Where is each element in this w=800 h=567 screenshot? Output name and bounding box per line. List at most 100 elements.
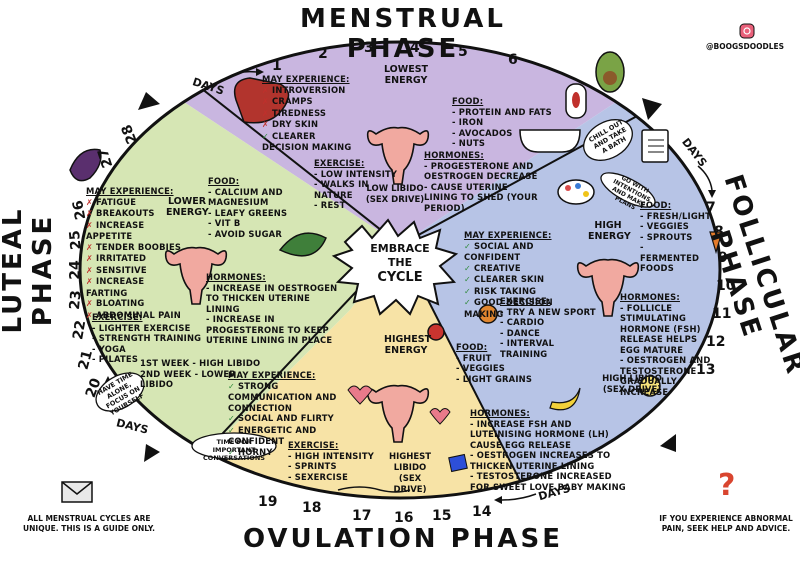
day-number: 14 (472, 504, 492, 520)
list-item: ✗DRY SKIN (262, 119, 319, 129)
list-item: ✗INCREASE APPETITE (86, 219, 145, 242)
center-cycle: CYCLE (377, 270, 423, 285)
list-item: FRESH/LIGHT (640, 211, 711, 222)
list-item: HIGH INTENSITY (288, 451, 374, 462)
list-item: OESTROGEN INCREASES TO THICKEN UTERINE L… (470, 450, 630, 471)
follicular-may-experience: MAY EXPERIENCE: ✓SOCIAL AND CONFIDENT ✓C… (464, 230, 582, 319)
list-item: ✗BREAKOUTS (86, 208, 155, 218)
ovulation-exercise: EXERCISE: HIGH INTENSITY SPRINTS SEXERCI… (288, 440, 374, 483)
list-item: ✗TENDER BOOBIES (86, 241, 182, 252)
center-embrace: EMBRACE (370, 242, 430, 255)
question-mark-icon: ? (718, 468, 736, 503)
day-number: 22 (70, 319, 90, 341)
speech-bubble-plans (600, 172, 656, 208)
list-item: YOGA (92, 344, 188, 355)
list-item: SPROUTS (640, 232, 710, 243)
list-item: ✗SENSITIVE (86, 264, 147, 275)
list-item: SPRINTS (288, 461, 368, 472)
list-item: INCREASE IN PROGESTERONE TO KEEP UTERINE… (206, 314, 342, 346)
arrow-head-top-right (642, 98, 662, 120)
list-item: ✓CREATIVE (464, 262, 521, 273)
list-item: IRON (452, 117, 562, 128)
days-arrow-follicular (697, 165, 713, 191)
social-handle[interactable]: @BOOGSDOODLES (706, 42, 785, 51)
follicular-hormones: HORMONES: FOLLICLE STIMULATING HORMONE (… (620, 292, 716, 397)
days-arrow-menstrual (225, 70, 257, 79)
section-title: HORMONES: (470, 408, 530, 418)
speech-bubble-bath (583, 119, 633, 161)
luteal-energy: LOWER ENERGY (166, 196, 209, 218)
instagram-icon (739, 23, 755, 39)
luteal-phase-title: LUTEAL PHASE (0, 206, 58, 334)
heart-icon (429, 408, 451, 425)
libido-week2: 2ND WEEK - LOWER LIBIDO (140, 368, 236, 390)
day-number: 6 (508, 52, 518, 68)
list-item: CARDIO (500, 317, 580, 328)
day-number: 25 (66, 229, 85, 251)
day-number: 15 (432, 508, 452, 524)
day-number: 17 (352, 508, 372, 524)
menstrual-phase-title: MENSTRUAL PHASE (300, 4, 506, 64)
menstrual-libido: LOW LIBIDO (SEX DRIVE) (365, 184, 425, 205)
follicular-energy: HIGH ENERGY (588, 220, 631, 242)
section-title: HORMONES: (620, 292, 680, 302)
day-number: 8 (714, 224, 724, 240)
list-item: INCREASE FSH AND LUTEINISING HORMONE (LH… (470, 419, 630, 451)
arrow-head-bottom-left (144, 444, 160, 462)
day-number: 16 (394, 510, 414, 526)
days-arrow-ovulation (501, 493, 537, 501)
list-item: PILATES (92, 354, 188, 365)
uterus-icon (576, 258, 640, 317)
hot-water-bottle-icon (233, 77, 290, 124)
day-number: 18 (302, 500, 322, 516)
list-item: DANCE (500, 328, 580, 339)
section-title: FOOD: (640, 200, 672, 210)
section-title: HORMONES: (424, 150, 484, 160)
list-item: ✓SOCIAL AND FLIRTY (228, 413, 334, 423)
ovulation-may-experience: MAY EXPERIENCE: ✓STRONG COMMUNICATION AN… (228, 370, 356, 458)
list-item: ✓SOCIAL AND CONFIDENT (464, 240, 534, 263)
uterus-icon (164, 246, 228, 305)
follicular-food: FOOD: FRESH/LIGHT VEGGIES SPROUTS FERMEN… (640, 200, 711, 274)
list-item: WALKS IN NATURE (314, 179, 378, 200)
footer-right-note: IF YOU EXPERIENCE ABNORMAL PAIN, SEEK HE… (659, 514, 793, 533)
list-item: VEGGIES (640, 221, 710, 232)
list-item: TESTOSTERONE INCREASED FOR SWEET LOVE BA… (470, 471, 630, 492)
list-item: ✗ABDOMINAL PAIN (86, 309, 181, 320)
section-title: FOOD: (456, 342, 488, 352)
day-number: 1 (272, 58, 282, 74)
day-number: 24 (67, 260, 84, 280)
day-number: 19 (258, 494, 278, 510)
list-item: SEXERCISE (288, 472, 368, 483)
day-number: 3 (364, 40, 374, 56)
list-item: CALCIUM AND MAGNESIUM (208, 187, 288, 208)
section-title: MAY EXPERIENCE: (262, 74, 350, 84)
list-item: LIGHT GRAINS (456, 374, 532, 385)
section-title: MAY EXPERIENCE: (464, 230, 552, 240)
day-number: 10 (716, 278, 736, 294)
basketball-icon (478, 304, 498, 324)
list-item: ✗TIREDNESS (262, 107, 327, 118)
day-number: 11 (712, 306, 732, 322)
list-item: STRENGTH TRAINING (92, 333, 201, 344)
list-item: PROGESTERONE AND OESTROGEN DECREASE (424, 161, 544, 182)
arrow-head-top-left (138, 92, 160, 110)
luteal-food: FOOD: CALCIUM AND MAGNESIUM LEAFY GREENS… (208, 176, 298, 239)
section-title: MAY EXPERIENCE: (228, 370, 316, 380)
list-item: VIT B (208, 218, 298, 229)
menstrual-exercise: EXERCISE: LOW INTENSITY WALKS IN NATURE … (314, 158, 397, 211)
list-item: LIGHTER EXERCISE (92, 323, 191, 334)
list-item: VEGGIES (456, 363, 526, 374)
section-title: FOOD: (208, 176, 240, 186)
libido-week1: 1ST WEEK - HIGH LIBIDO (140, 358, 261, 368)
list-item: INCREASE IN OESTROGEN TO THICKEN UTERINE… (206, 283, 342, 315)
day-number: 4 (410, 40, 420, 56)
center-the: THE (387, 256, 413, 269)
list-item: LEAFY GREENS (208, 208, 298, 219)
list-item: FRUIT (456, 353, 526, 364)
heart-icon (347, 385, 373, 405)
menstrual-may-experience: MAY EXPERIENCE: ✗INTROVERSION ✗CRAMPS ✗T… (262, 74, 362, 153)
luteal-hormones: HORMONES: INCREASE IN OESTROGEN TO THICK… (206, 272, 342, 346)
list-item: CAUSE UTERINE LINING TO SHED (YOUR PERIO… (424, 182, 544, 214)
